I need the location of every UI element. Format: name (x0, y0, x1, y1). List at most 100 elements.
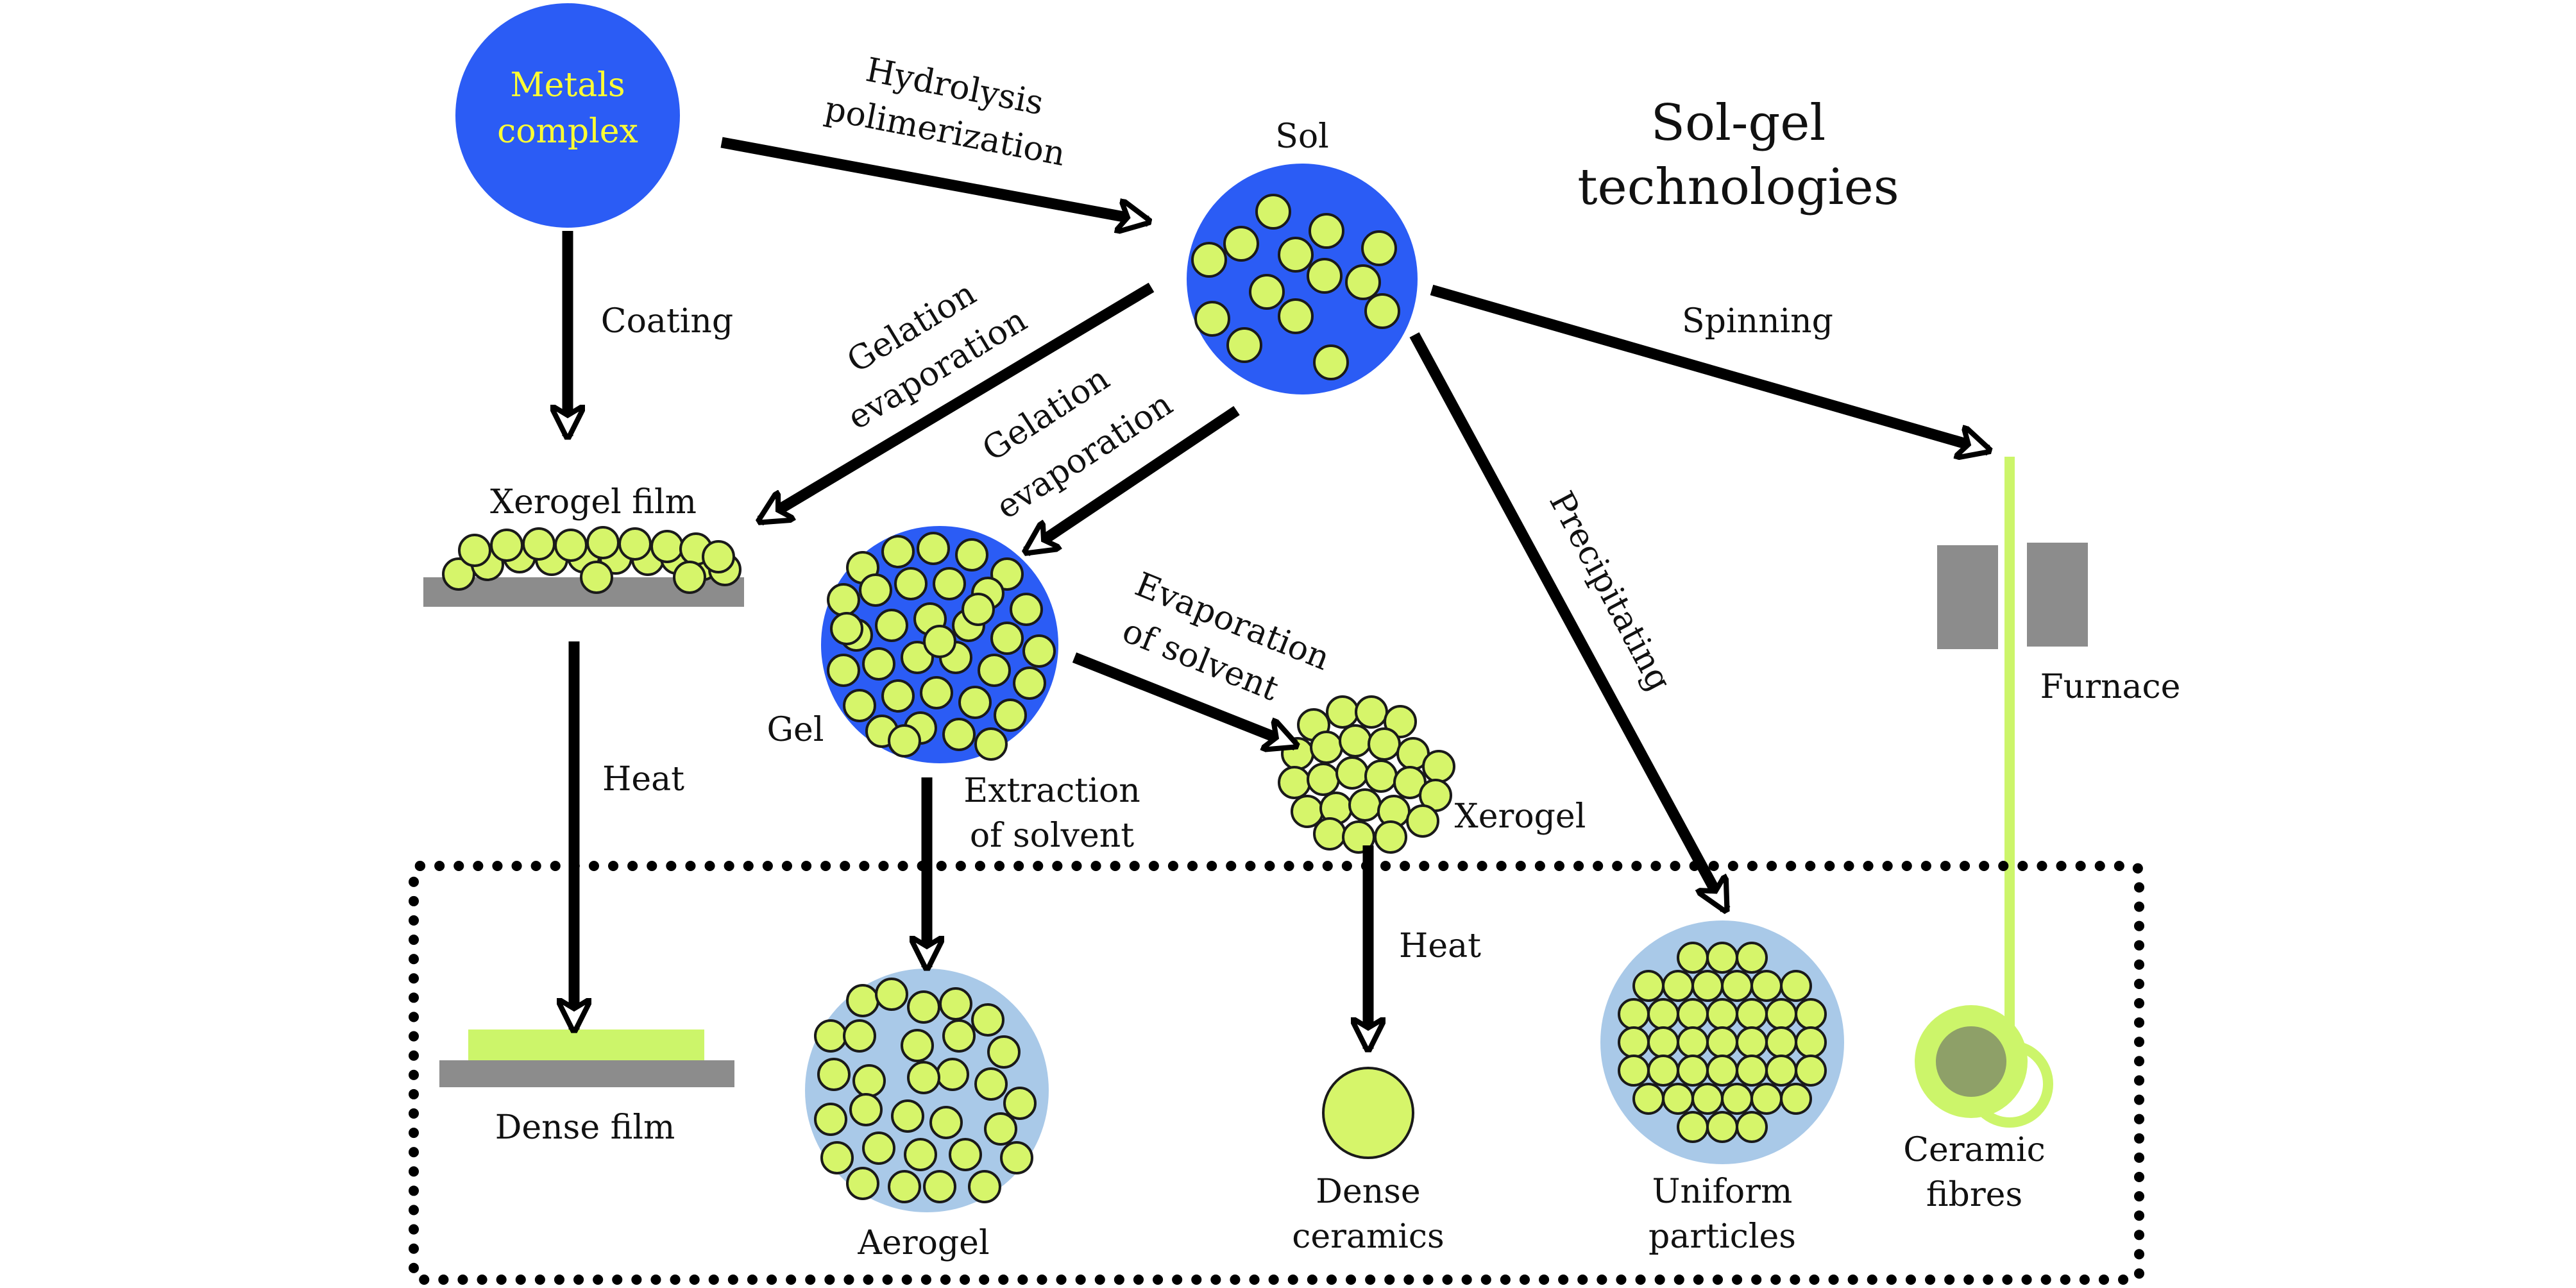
gel-particle (1022, 634, 1056, 668)
sol-particle (1364, 293, 1400, 329)
gel-particle (933, 567, 966, 600)
sol-particle (1255, 194, 1291, 230)
metals-complex-label-line-2: complex (497, 112, 638, 151)
dense-ceramics-label-line-1: Dense (1316, 1173, 1420, 1211)
uniform-particle (1706, 1026, 1738, 1058)
diagram-title-line-2: technologies (1577, 158, 1899, 216)
xerogel-label: Xerogel (1455, 797, 1586, 836)
aerogel-particle (907, 990, 940, 1024)
aerogel-particle (984, 1112, 1017, 1146)
uniform-particle (1677, 942, 1709, 974)
gel-particle (859, 573, 892, 607)
uniform-particle (1765, 1055, 1797, 1087)
sol-particle (1278, 237, 1314, 273)
ceramic-fibres-label-line-1: Ceramic (1903, 1131, 2045, 1169)
uniform-particles-label-line-1: Uniform (1652, 1173, 1793, 1211)
arrow-gelation-to-film (760, 282, 1155, 521)
precipitating-label: Precipitating (1541, 486, 1679, 698)
xerogel-particle (1335, 756, 1369, 790)
uniform-particles-label-line-2: particles (1648, 1217, 1796, 1256)
uniform-particle (1795, 1026, 1827, 1058)
gel-particle (955, 538, 988, 572)
aerogel-particle (942, 1019, 976, 1053)
uniform-particle (1632, 970, 1665, 1002)
gel-particle (990, 622, 1024, 655)
gel-particle (894, 567, 928, 600)
uniform-particle (1765, 1026, 1797, 1058)
gel-particle (843, 689, 876, 722)
ceramic-fibres-label-line-2: fibres (1926, 1176, 2022, 1214)
aerogel-particle (1003, 1087, 1037, 1120)
sol-label: Sol (1275, 117, 1329, 156)
aerogel-particle (814, 1103, 847, 1136)
aerogel-particle (875, 978, 908, 1011)
sol-particle (1226, 327, 1262, 363)
gel-particle (888, 724, 921, 758)
uniform-particle (1647, 998, 1679, 1030)
xerogel-particle (1348, 788, 1382, 822)
aerogel-particle (846, 1167, 879, 1200)
gel-particle (923, 625, 956, 658)
aerogel-particle (901, 1029, 934, 1062)
xerogel-particle (1313, 817, 1346, 851)
aerogel-particle (846, 984, 879, 1017)
arrow-spinning (1430, 284, 1988, 450)
xerogel-film-particle (618, 527, 652, 561)
gel-particle (994, 699, 1027, 732)
xerogel-particle (1278, 766, 1311, 799)
uniform-particle (1662, 970, 1694, 1002)
xerogel-film-particle (554, 529, 588, 562)
xerogel-particle (1307, 763, 1340, 796)
spinning-label: Spinning (1682, 302, 1833, 341)
aerogel-particle (907, 1061, 940, 1094)
sol-particles (1191, 194, 1400, 380)
coating-label: Coating (601, 302, 733, 341)
aerogel-particle (949, 1138, 982, 1171)
uniform-particle (1736, 1055, 1768, 1087)
aerogel-particle (939, 987, 972, 1021)
aerogel-particle (904, 1138, 937, 1171)
uniform-particle (1736, 1026, 1768, 1058)
gel-particle (942, 718, 976, 751)
xerogel-particle (1422, 750, 1455, 783)
uniform-particle (1706, 1055, 1738, 1087)
aerogel-particle (852, 1064, 886, 1097)
uniform-particle (1721, 1083, 1753, 1115)
aerogel-particle (987, 1035, 1021, 1069)
aerogel-particle (923, 1170, 956, 1203)
uniform-particle (1677, 1111, 1709, 1143)
ceramic-fibre-spool-core (1936, 1026, 2006, 1097)
uniform-particle (1662, 1083, 1694, 1115)
xerogel-film-label: Xerogel film (490, 483, 697, 521)
dense-film-substrate (439, 1060, 734, 1087)
xerogel-film-particle (673, 561, 706, 594)
aerogel-particles (814, 978, 1037, 1203)
uniform-particle (1795, 1055, 1827, 1087)
uniform-particle (1706, 1111, 1738, 1143)
furnace-label: Furnace (2040, 668, 2181, 706)
uniform-particle (1750, 1083, 1783, 1115)
gel-particle (974, 727, 1008, 761)
gel-particle (862, 647, 895, 681)
dense-ceramics-node (1322, 1067, 1414, 1159)
aerogel-particle (936, 1058, 969, 1091)
sol-particle (1309, 213, 1344, 249)
gel-particle (875, 609, 908, 642)
sol-particle (1313, 344, 1349, 380)
xerogel-film-particle (580, 561, 613, 594)
sol-particle (1345, 264, 1381, 300)
aerogel-particle (849, 1093, 883, 1126)
uniform-particle (1691, 1083, 1724, 1115)
uniform-particle (1780, 970, 1812, 1002)
uniform-particle (1618, 998, 1650, 1030)
xerogel-particle (1326, 695, 1359, 729)
aerogel-particle (891, 1099, 924, 1133)
xerogel-film-particle (650, 530, 684, 563)
uniform-particle (1765, 998, 1797, 1030)
xerogel-particle (1355, 695, 1388, 729)
gel-particle (1013, 666, 1046, 700)
xerogel-film-particle (490, 529, 523, 562)
sol-particle (1307, 258, 1343, 294)
uniform-particle (1736, 1111, 1768, 1143)
extraction-label-line-1: Extraction (963, 772, 1140, 810)
